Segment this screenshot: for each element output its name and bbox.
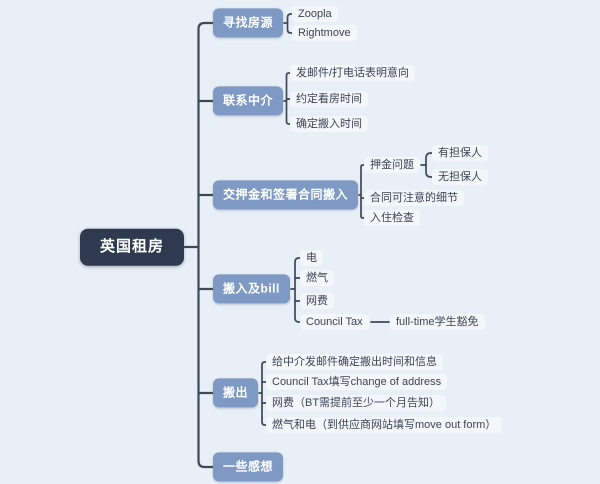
- leaf-node[interactable]: 给中介发邮件确定搬出时间和信息: [266, 353, 443, 371]
- leaf-node[interactable]: Zoopla: [292, 5, 338, 23]
- leaf-node[interactable]: 入住检查: [364, 209, 420, 227]
- leaf-node[interactable]: 燃气: [300, 269, 334, 287]
- leaf-node[interactable]: full-time学生豁免: [390, 313, 485, 331]
- branch-find-housing[interactable]: 寻找房源: [213, 8, 284, 38]
- leaf-node[interactable]: 约定看房时间: [290, 90, 368, 108]
- leaf-node[interactable]: 无担保人: [432, 168, 488, 186]
- branch-moveout[interactable]: 搬出: [213, 378, 259, 408]
- leaf-node[interactable]: 电: [300, 249, 323, 267]
- branch-deposit-contract-movein[interactable]: 交押金和签署合同搬入: [213, 180, 359, 210]
- branch-contact-agent[interactable]: 联系中介: [213, 86, 284, 116]
- leaf-node[interactable]: 有担保人: [432, 144, 488, 162]
- leaf-node[interactable]: 发邮件/打电话表明意向: [290, 64, 416, 82]
- branch-movein-bills[interactable]: 搬入及bill: [213, 274, 290, 304]
- mindmap-root-node[interactable]: 英国租房: [80, 228, 185, 266]
- leaf-node[interactable]: Rightmove: [292, 24, 357, 42]
- leaf-node[interactable]: 押金问题: [364, 156, 420, 174]
- leaf-node[interactable]: 燃气和电（到供应商网站填写move out form）: [266, 416, 503, 434]
- leaf-node[interactable]: 确定搬入时间: [290, 115, 368, 133]
- leaf-node[interactable]: 合同可注意的细节: [364, 189, 464, 207]
- leaf-node[interactable]: Council Tax填写change of address: [266, 373, 448, 391]
- leaf-node[interactable]: 网费（BT需提前至少一个月告知）: [266, 394, 447, 412]
- branch-thoughts[interactable]: 一些感想: [213, 452, 284, 482]
- leaf-node[interactable]: 网费: [300, 292, 334, 310]
- leaf-node[interactable]: Council Tax: [300, 313, 369, 331]
